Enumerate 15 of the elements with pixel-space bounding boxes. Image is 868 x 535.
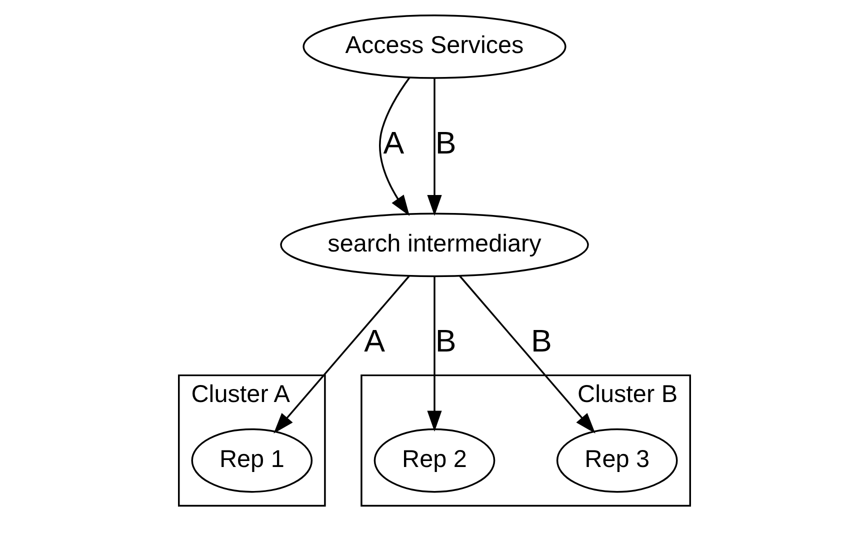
arrow (378, 76, 410, 216)
node-ellipse: Rep 2 (373, 428, 495, 493)
node-ellipse: search intermediary (280, 212, 588, 278)
edge-label: B (434, 324, 456, 359)
arrow (458, 276, 595, 434)
edge-label: B (530, 324, 552, 359)
arrow (426, 276, 442, 432)
node-ellipse: Access Services (302, 14, 566, 79)
node-ellipse: Rep 3 (556, 428, 678, 493)
edge-label: A (364, 324, 384, 359)
arrow (273, 276, 410, 434)
node-ellipse: Rep 1 (190, 428, 312, 493)
arrow (426, 78, 442, 216)
edge-label: A (382, 125, 404, 160)
edge-label: B (434, 125, 456, 160)
